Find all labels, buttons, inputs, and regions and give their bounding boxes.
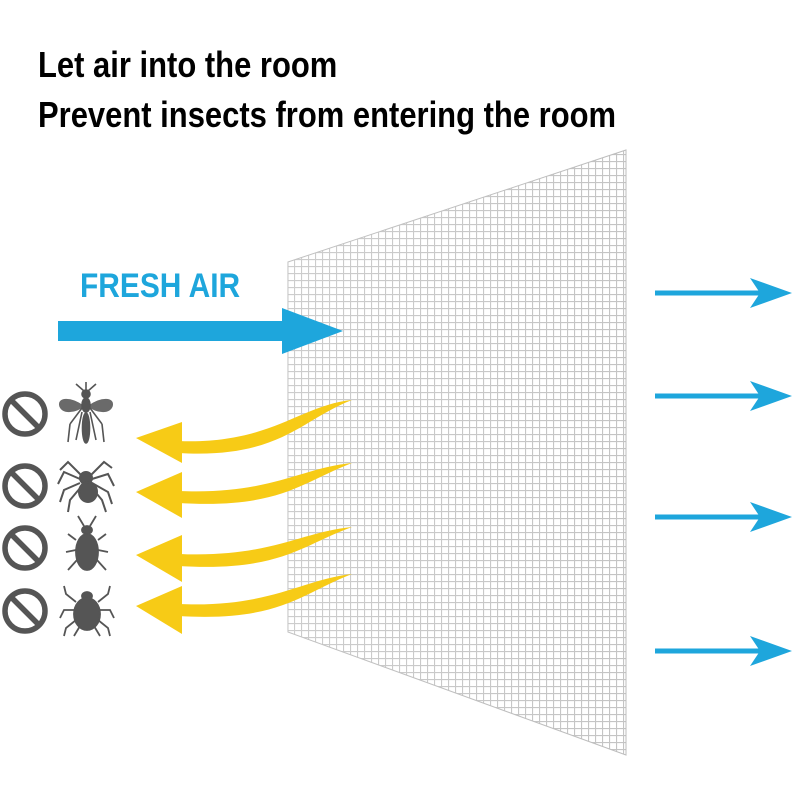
mosquito-icon	[60, 382, 112, 443]
headline-line-1: Let air into the room	[38, 40, 616, 90]
headline-line-2: Prevent insects from entering the room	[38, 90, 616, 140]
outgoing-air-arrow-2	[655, 381, 792, 411]
headline: Let air into the room Prevent insects fr…	[38, 40, 616, 140]
outgoing-air-arrow-3	[655, 502, 792, 532]
tick-icon	[60, 586, 114, 636]
no-entry-icon	[5, 466, 45, 506]
cockroach-icon	[66, 516, 108, 570]
fresh-air-arrow	[58, 308, 343, 354]
insect-screen-mesh	[288, 150, 626, 755]
fresh-air-label: FRESH AIR	[80, 266, 240, 306]
spider-icon	[58, 462, 114, 512]
no-entry-icon	[5, 394, 45, 434]
no-entry-icon	[5, 591, 45, 631]
outgoing-air-arrow-1	[655, 278, 792, 308]
outgoing-air-arrow-4	[655, 636, 792, 666]
no-entry-icon	[5, 528, 45, 568]
